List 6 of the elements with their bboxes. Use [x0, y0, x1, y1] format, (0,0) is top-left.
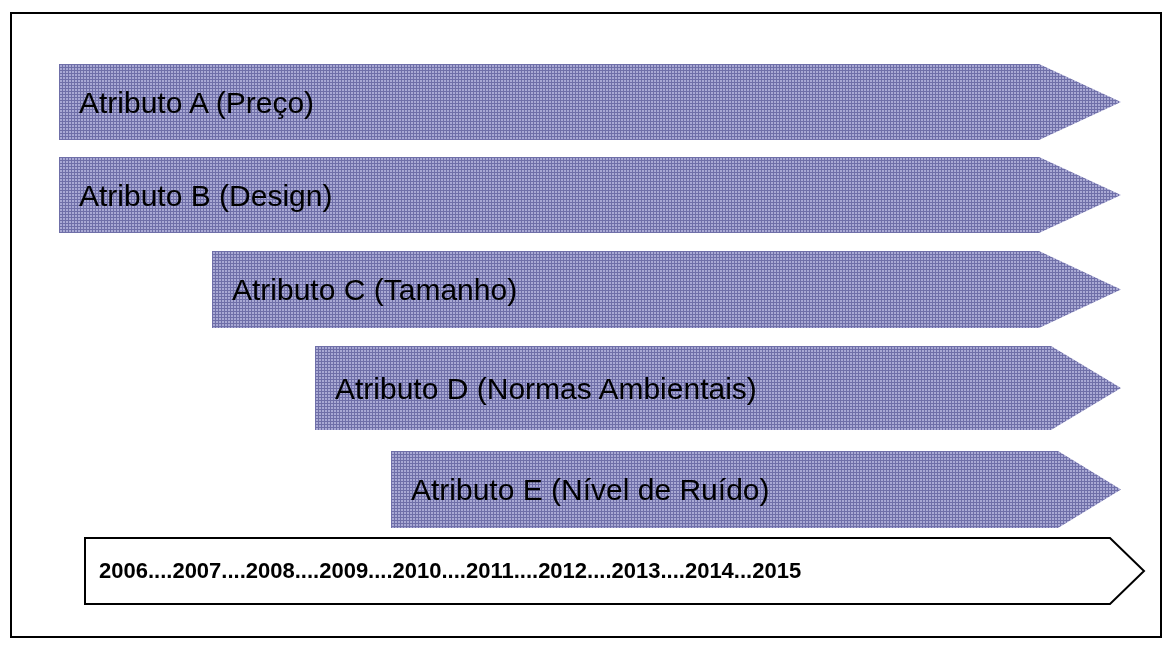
attribute-label: Atributo A (Preço) [79, 85, 315, 119]
timeline-years: 2006....2007....2008....2009....2010....2011....2012....2013....2014...2015 [99, 558, 802, 584]
attribute-label: Atributo B (Design) [79, 178, 333, 212]
attribute-label: Atributo C (Tamanho) [232, 273, 518, 306]
attribute-label: Atributo D (Normas Ambientais) [335, 371, 757, 405]
attribute-label: Atributo E (Nível de Ruído) [411, 473, 770, 506]
